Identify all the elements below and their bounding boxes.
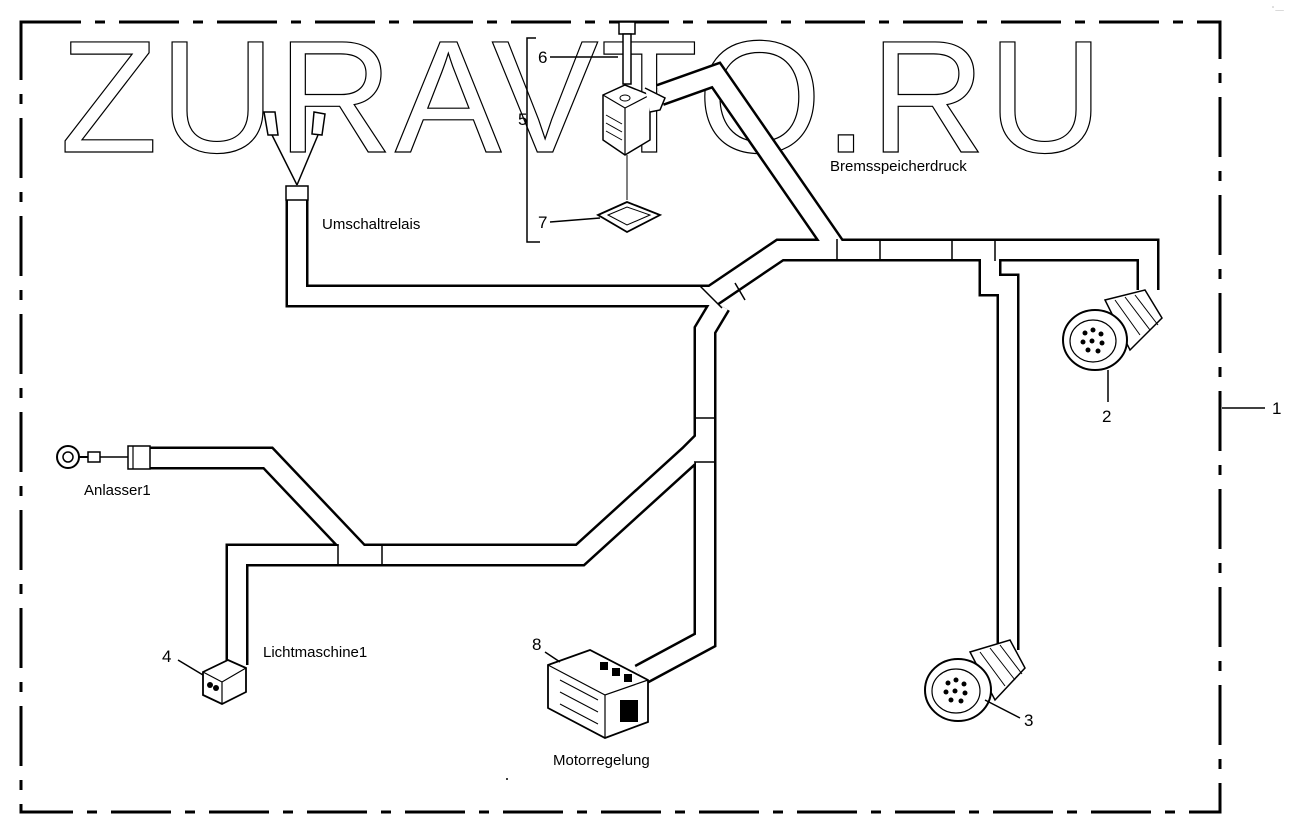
callout-2: 2 xyxy=(1102,407,1111,426)
pressure-sensor xyxy=(596,21,666,234)
label-anlasser: Anlasser1 xyxy=(84,482,151,499)
callout-7: 7 xyxy=(538,213,547,232)
multi-pin-connector-8 xyxy=(544,649,649,739)
label-bremsspeicherdruck: Bremsspeicherdruck xyxy=(830,158,967,175)
group-bracket xyxy=(526,37,540,243)
round-connector-2 xyxy=(1062,289,1163,402)
callout-8: 8 xyxy=(532,635,541,654)
callout-3: 3 xyxy=(1024,711,1033,730)
corner-mark: ° ___ xyxy=(1272,6,1284,12)
label-motorregelung: Motorregelung xyxy=(553,752,650,769)
wiring-harness xyxy=(150,61,1160,686)
small-connector-4 xyxy=(177,659,247,706)
label-umschaltrelais: Umschaltrelais xyxy=(322,216,420,233)
callout-4: 4 xyxy=(162,647,171,666)
relay-connector xyxy=(263,111,326,201)
callout-6: 6 xyxy=(538,48,547,67)
callout-1: 1 xyxy=(1272,399,1281,418)
watermark-text: ZURAVTO.RU xyxy=(60,7,1105,186)
ring-terminal xyxy=(56,445,151,470)
round-connector-3 xyxy=(924,639,1026,722)
callout-5: 5 xyxy=(518,110,527,129)
label-lichtmaschine: Lichtmaschine1 xyxy=(263,644,367,661)
